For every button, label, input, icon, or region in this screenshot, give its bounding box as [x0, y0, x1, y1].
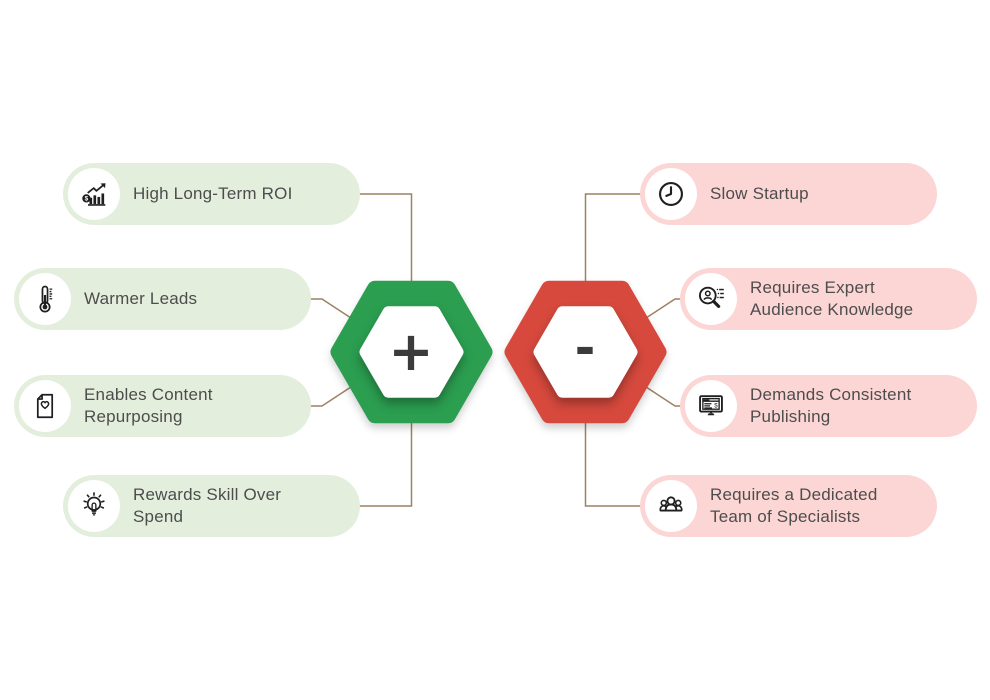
team-icon [659, 496, 683, 512]
connector-pro-3 [309, 384, 355, 407]
cons-hexagon [504, 280, 667, 424]
document-heart-icon [36, 393, 54, 419]
minus-sign: - [574, 319, 596, 377]
lightbulb-icon [83, 492, 105, 516]
roi-growth-chart-icon: $ [82, 183, 106, 206]
pros-hexagon [330, 280, 493, 424]
con-pill-requires-expert-audience-knowledge: Requires Expert Audience Knowledge [680, 268, 977, 330]
icon-circle [19, 273, 71, 325]
pro-pill-enables-content-repurposing: Enables Content Repurposing [14, 375, 311, 437]
pro-label: Rewards Skill Over Spend [133, 485, 282, 526]
con-label: Demands Consistent Publishing [750, 385, 912, 426]
pro-label: Warmer Leads [84, 289, 198, 309]
con-label: Slow Startup [710, 184, 809, 204]
icon-circle: $ [68, 168, 120, 220]
svg-text:$: $ [85, 196, 89, 203]
connector-con-4 [584, 416, 642, 507]
cons-hexagon-center [533, 306, 638, 398]
connector-pro-1 [358, 193, 413, 288]
clock-icon [659, 182, 683, 206]
thermometer-icon [39, 285, 53, 313]
icon-circle: $ [685, 380, 737, 432]
pros-hexagon-center [359, 306, 464, 398]
connector-con-1 [584, 193, 640, 288]
pro-label: Enables Content Repurposing [84, 385, 213, 426]
icon-circle [645, 480, 697, 532]
con-label: Requires Expert Audience Knowledge [750, 278, 914, 319]
svg-text:$: $ [714, 402, 718, 409]
pro-pill-rewards-skill-over-spend: Rewards Skill Over Spend [63, 475, 360, 537]
connector-pro-4 [358, 416, 413, 507]
pro-pill-warmer-leads: Warmer Leads [14, 268, 311, 330]
icon-circle [685, 273, 737, 325]
con-label: Requires a Dedicated Team of Specialists [710, 485, 878, 526]
publishing-monitor-icon: $ [699, 395, 723, 416]
icon-circle [645, 168, 697, 220]
audience-search-icon [699, 286, 724, 308]
pro-label: High Long-Term ROI [133, 184, 293, 204]
plus-sign: + [388, 319, 434, 383]
icon-circle [19, 380, 71, 432]
con-pill-demands-consistent-publishing: $ Demands Consistent Publishing [680, 375, 977, 437]
connector-pro-2 [309, 298, 355, 321]
con-pill-slow-startup: Slow Startup [640, 163, 937, 225]
pro-pill-high-long-term-roi: $ High Long-Term ROI [63, 163, 360, 225]
con-pill-requires-dedicated-team: Requires a Dedicated Team of Specialists [640, 475, 937, 537]
icon-circle [68, 480, 120, 532]
